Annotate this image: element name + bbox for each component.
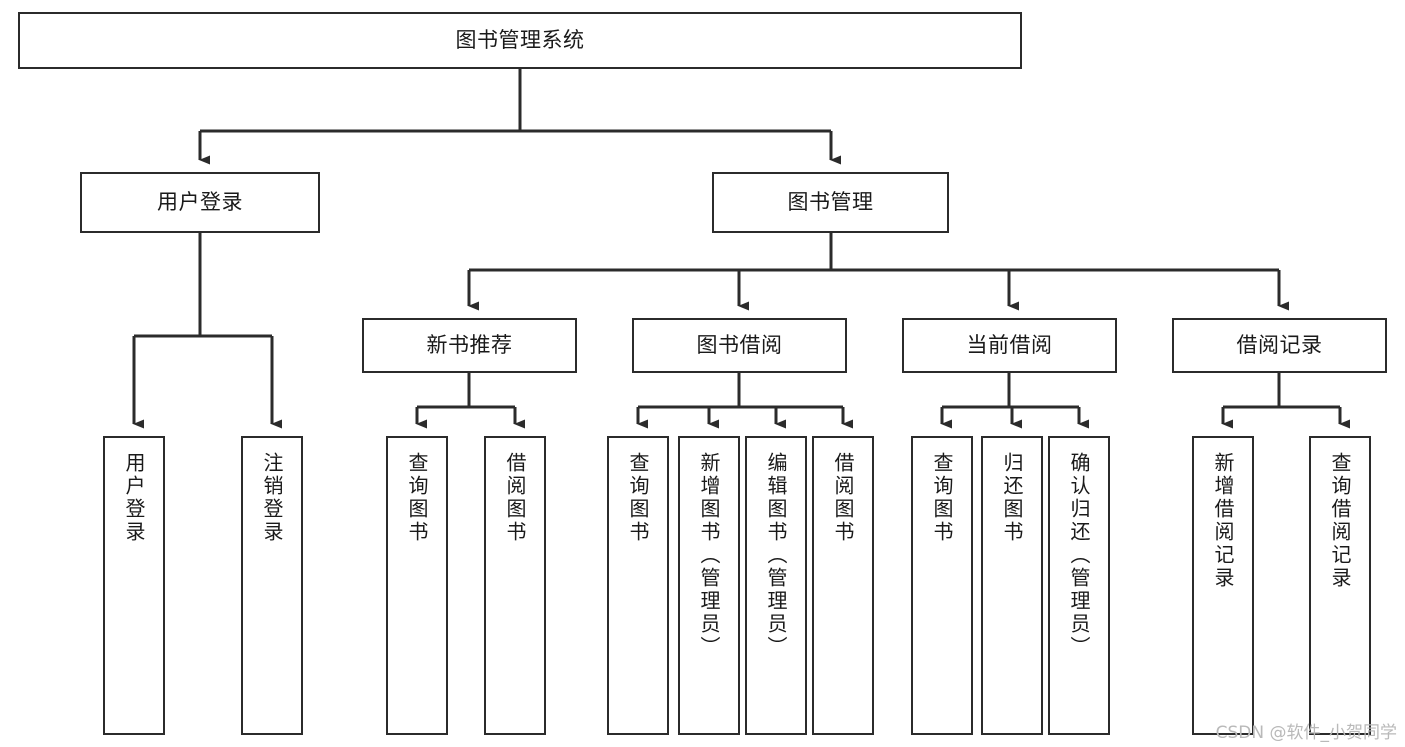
node-book-manage-label: 图书管理	[787, 190, 874, 215]
node-leaf-query-record[interactable]: 查询借阅记录	[1309, 436, 1371, 735]
node-book-borrow[interactable]: 图书借阅	[632, 318, 847, 373]
node-user-login[interactable]: 用户登录	[80, 172, 320, 233]
node-book-manage[interactable]: 图书管理	[712, 172, 949, 233]
node-leaf-borrow-book-1-label: 借阅图书	[503, 452, 527, 544]
node-leaf-add-record[interactable]: 新增借阅记录	[1192, 436, 1254, 735]
node-new-book-recommend[interactable]: 新书推荐	[362, 318, 577, 373]
node-leaf-return-book-label: 归还图书	[1000, 452, 1024, 544]
node-leaf-borrow-book-2-label: 借阅图书	[831, 452, 855, 544]
node-leaf-edit-book[interactable]: 编辑图书（管理员）	[745, 436, 807, 735]
node-leaf-query-book-2-label: 查询图书	[626, 452, 650, 544]
node-leaf-logout[interactable]: 注销登录	[241, 436, 303, 735]
node-leaf-query-book-2[interactable]: 查询图书	[607, 436, 669, 735]
node-root[interactable]: 图书管理系统	[18, 12, 1022, 69]
node-borrow-records[interactable]: 借阅记录	[1172, 318, 1387, 373]
node-leaf-query-book-1-label: 查询图书	[405, 452, 429, 544]
node-leaf-add-record-label: 新增借阅记录	[1211, 452, 1235, 590]
node-leaf-add-book[interactable]: 新增图书（管理员）	[678, 436, 740, 735]
node-leaf-add-book-label: 新增图书（管理员）	[697, 452, 721, 659]
node-leaf-confirm-return-label: 确认归还（管理员）	[1067, 452, 1091, 659]
node-leaf-confirm-return[interactable]: 确认归还（管理员）	[1048, 436, 1110, 735]
node-leaf-query-book-3-label: 查询图书	[930, 452, 954, 544]
node-current-borrow[interactable]: 当前借阅	[902, 318, 1117, 373]
node-leaf-query-book-3[interactable]: 查询图书	[911, 436, 973, 735]
node-leaf-borrow-book-2[interactable]: 借阅图书	[812, 436, 874, 735]
node-leaf-logout-label: 注销登录	[260, 452, 284, 544]
node-leaf-return-book[interactable]: 归还图书	[981, 436, 1043, 735]
node-leaf-query-book-1[interactable]: 查询图书	[386, 436, 448, 735]
node-leaf-query-record-label: 查询借阅记录	[1328, 452, 1352, 590]
node-borrow-records-label: 借阅记录	[1236, 333, 1323, 358]
node-leaf-user-login-label: 用户登录	[122, 452, 146, 544]
node-root-label: 图书管理系统	[455, 28, 585, 53]
node-book-borrow-label: 图书借阅	[696, 333, 783, 358]
node-leaf-borrow-book-1[interactable]: 借阅图书	[484, 436, 546, 735]
node-leaf-edit-book-label: 编辑图书（管理员）	[764, 452, 788, 659]
node-user-login-label: 用户登录	[157, 190, 243, 215]
node-new-book-recommend-label: 新书推荐	[426, 333, 513, 358]
node-leaf-user-login[interactable]: 用户登录	[103, 436, 165, 735]
node-current-borrow-label: 当前借阅	[966, 333, 1053, 358]
